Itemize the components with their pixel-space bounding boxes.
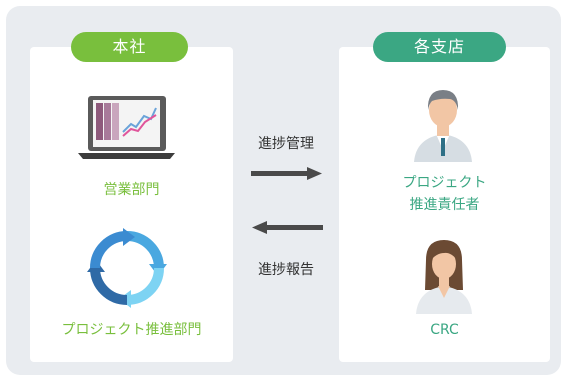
cycle-arrows-icon [87, 228, 167, 308]
project-promotion-department-label: プロジェクト推進部門 [61, 322, 202, 338]
female-staff-icon [416, 240, 472, 314]
sales-department-label: 営業部門 [103, 182, 160, 198]
arrow-left-icon [252, 221, 323, 234]
crc-label: CRC [430, 322, 459, 338]
male-doctor-icon [414, 90, 472, 162]
progress-management-label: 進捗管理 [258, 136, 314, 152]
project-leader-label-line1: プロジェクト [402, 175, 487, 191]
headquarters-header: 本社 [71, 32, 188, 62]
arrow-right-icon [251, 167, 322, 180]
laptop-chart-icon [78, 96, 175, 159]
branches-header: 各支店 [373, 32, 506, 62]
project-leader-label-line2: 推進責任者 [409, 197, 480, 213]
progress-report-label: 進捗報告 [258, 262, 314, 278]
